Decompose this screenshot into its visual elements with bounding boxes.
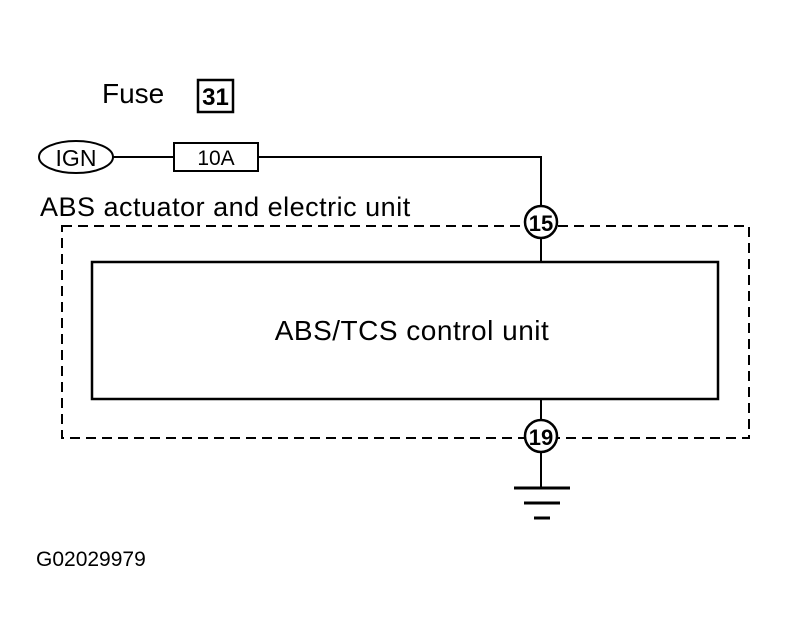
terminal-15-label: 15 <box>529 211 553 236</box>
actuator-unit-boundary <box>61 225 750 439</box>
control-unit-label: ABS/TCS control unit <box>275 315 550 346</box>
ign-source-label: IGN <box>56 145 97 171</box>
actuator-unit-label: ABS actuator and electric unit <box>40 192 411 222</box>
fuse-number: 31 <box>202 84 229 111</box>
fuse-number-box <box>196 78 235 114</box>
figure-id: G02029979 <box>36 548 146 571</box>
fuse-rating: 10A <box>197 147 234 170</box>
terminal-19-label: 19 <box>529 425 553 450</box>
wire-fuse-to-terminal-15 <box>258 156 542 206</box>
control-unit-box <box>90 260 720 401</box>
fuse-label: Fuse <box>102 78 164 109</box>
ground-icon <box>514 486 570 520</box>
